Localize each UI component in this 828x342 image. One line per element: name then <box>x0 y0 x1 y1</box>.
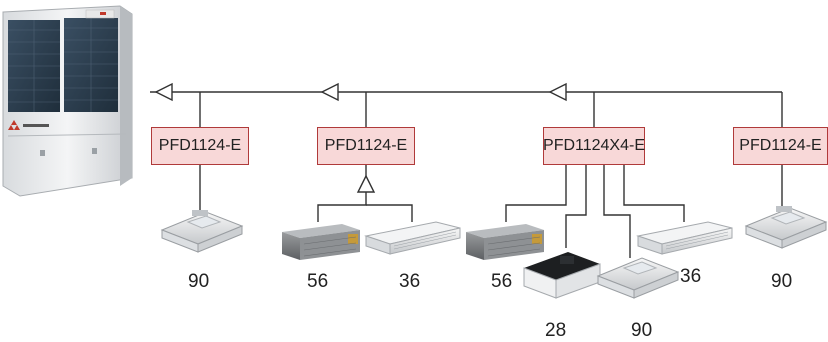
branch-box-2: PFD1124-E <box>317 127 415 165</box>
branch-joint-4 <box>356 174 376 193</box>
indoor-unit-cassette <box>596 257 680 299</box>
capacity-label: 36 <box>680 266 702 287</box>
capacity-label: 56 <box>491 271 513 292</box>
indoor-unit-compact-cassette <box>523 252 601 299</box>
branch-joint-1 <box>154 82 173 102</box>
outdoor-unit <box>2 5 133 197</box>
branch-box-4: PFD1124-E <box>733 127 828 165</box>
capacity-label: 90 <box>188 271 210 292</box>
mitsubishi-logo <box>8 120 49 130</box>
branch-box-3: PFD1124X4-E <box>543 127 645 165</box>
branch-joint-3 <box>548 82 567 102</box>
capacity-label: 56 <box>307 271 329 292</box>
indoor-unit-cassette <box>160 210 244 253</box>
indoor-pipes <box>199 165 783 258</box>
capacity-label: 90 <box>771 271 793 292</box>
capacity-label: 36 <box>399 271 421 292</box>
indoor-unit-ducted <box>466 224 544 260</box>
main-pipe <box>150 91 783 127</box>
indoor-unit-suspended <box>636 221 733 255</box>
indoor-unit-cassette <box>744 206 828 249</box>
capacity-label: 28 <box>545 320 567 341</box>
capacity-label: 90 <box>631 320 653 341</box>
branch-box-1: PFD1124-E <box>151 127 249 165</box>
indoor-unit-suspended <box>364 221 461 255</box>
branch-joint-2 <box>320 82 339 102</box>
indoor-unit-ducted <box>282 224 360 260</box>
